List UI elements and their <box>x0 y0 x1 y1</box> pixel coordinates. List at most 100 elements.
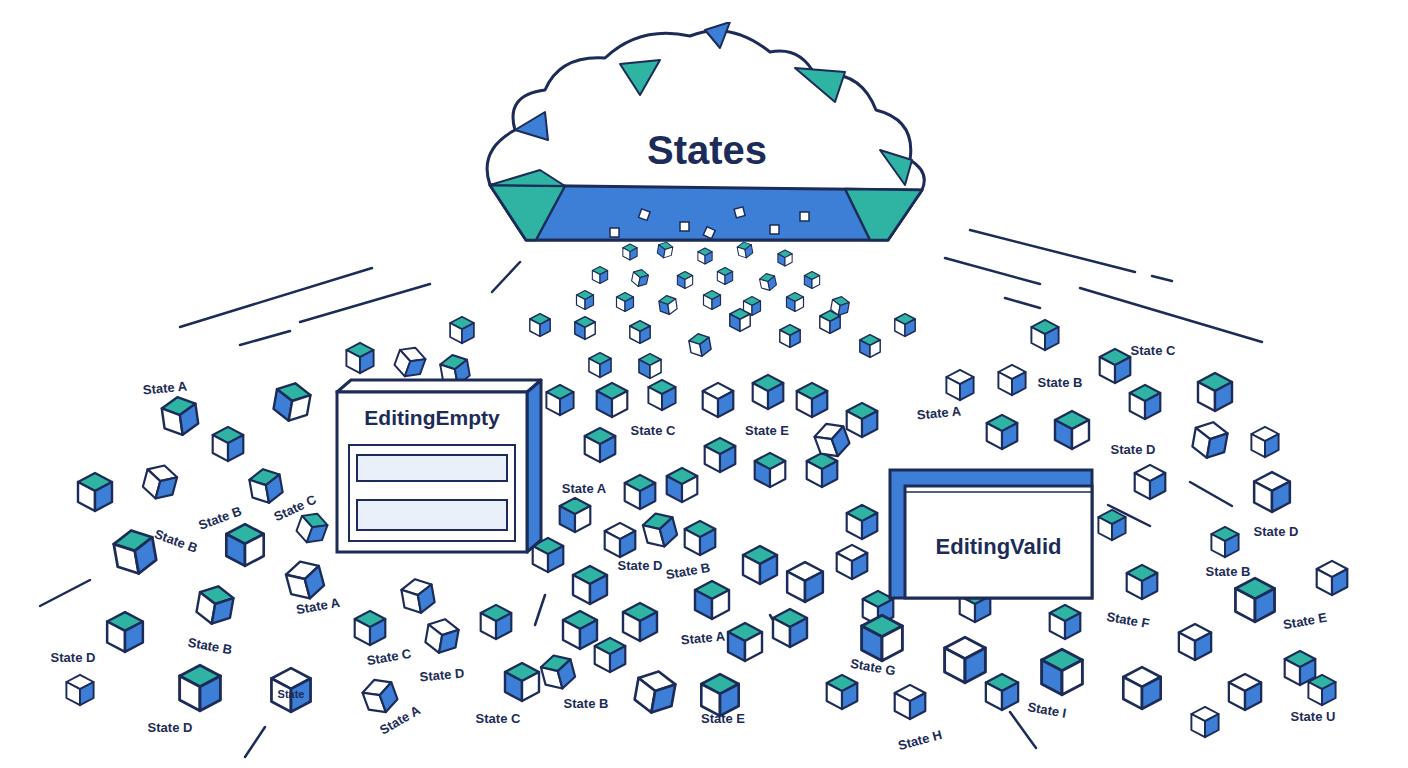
cloud-band <box>490 185 922 240</box>
cube <box>701 674 738 716</box>
speed-line <box>240 331 290 345</box>
state-label: State A <box>295 595 341 617</box>
cube <box>78 473 112 511</box>
speed-line <box>180 268 372 327</box>
state-label: State D <box>1254 524 1299 539</box>
state-label: State D <box>618 558 663 573</box>
cube <box>141 462 179 503</box>
state-label: State D <box>148 720 193 735</box>
cube <box>573 566 607 604</box>
state-label: State H <box>896 727 943 753</box>
cube <box>658 294 677 315</box>
cube <box>1042 649 1083 695</box>
cube <box>346 343 373 373</box>
cube <box>1251 427 1278 457</box>
state-label: State G <box>849 656 896 679</box>
state-label: State A <box>680 629 725 648</box>
cube <box>860 335 880 358</box>
window-front <box>337 392 527 552</box>
window-node: EditingEmpty <box>334 376 544 556</box>
node-title: States <box>484 126 930 174</box>
cloud-facet <box>705 22 730 48</box>
cube <box>827 675 858 709</box>
cube <box>625 475 656 509</box>
speed-line <box>492 262 520 292</box>
cube <box>1191 707 1218 737</box>
cube <box>1123 667 1160 709</box>
node-shape <box>334 376 544 556</box>
state-label: State E <box>745 423 789 438</box>
state-label: State U <box>1291 709 1336 724</box>
cube <box>271 668 310 712</box>
cube <box>773 609 807 647</box>
cube <box>755 453 786 487</box>
window-rule <box>905 491 1092 493</box>
cube <box>1050 605 1081 639</box>
cube <box>1098 510 1125 540</box>
cube <box>648 380 675 410</box>
cube <box>787 562 823 602</box>
cube <box>705 438 736 472</box>
state-label: State A <box>562 481 606 496</box>
cube <box>180 665 221 711</box>
band-cube <box>680 222 689 231</box>
state-label: State C <box>366 646 413 669</box>
form-panel <box>349 445 515 541</box>
cube <box>695 581 729 619</box>
cube <box>667 468 698 502</box>
speed-line <box>40 580 90 606</box>
cube <box>623 603 657 641</box>
cube <box>112 527 158 577</box>
cube <box>998 365 1025 395</box>
window-top <box>337 380 541 392</box>
state-label: State I <box>1026 699 1067 721</box>
cube <box>812 419 852 462</box>
state-label: State B <box>564 696 609 711</box>
state-label: State B <box>1038 375 1083 390</box>
cloud-facet <box>490 170 565 186</box>
cube <box>107 612 143 652</box>
state-label: State C <box>631 423 676 438</box>
cube <box>685 521 716 555</box>
speed-line <box>945 258 1040 284</box>
cube <box>945 637 986 683</box>
cube <box>560 498 591 532</box>
cube <box>248 467 284 506</box>
cube <box>633 668 677 716</box>
speed-line <box>1080 288 1262 342</box>
cube <box>481 605 512 639</box>
band-cube <box>639 209 651 221</box>
cube <box>703 383 734 417</box>
state-label: State A <box>916 404 961 423</box>
state-label: State B <box>665 560 712 583</box>
node-title: EditingValid <box>905 532 1092 562</box>
band-cube <box>703 227 715 239</box>
cube <box>1031 320 1058 350</box>
state-label: State B <box>1206 564 1251 579</box>
cube <box>837 545 868 579</box>
state-label: State F <box>1105 609 1150 631</box>
cube <box>987 415 1018 449</box>
cube <box>847 505 878 539</box>
speed-line <box>535 595 545 625</box>
cube <box>355 611 386 645</box>
cube <box>847 403 878 437</box>
cube <box>450 317 474 344</box>
window-front <box>905 486 1092 598</box>
state-label: State B <box>152 526 199 555</box>
state-label: State <box>278 687 305 702</box>
speed-line <box>970 230 1135 272</box>
cube <box>1127 565 1158 599</box>
cube <box>895 685 926 719</box>
cube <box>605 523 636 557</box>
cube <box>1130 385 1161 419</box>
cloud-facet <box>845 189 922 240</box>
cube <box>505 663 539 701</box>
state-label: State D <box>419 666 465 685</box>
cube <box>161 395 200 437</box>
cube <box>623 244 637 260</box>
cube <box>639 354 661 379</box>
state-label: State D <box>51 650 96 665</box>
cube <box>698 248 712 264</box>
cloud-facet <box>880 150 912 185</box>
